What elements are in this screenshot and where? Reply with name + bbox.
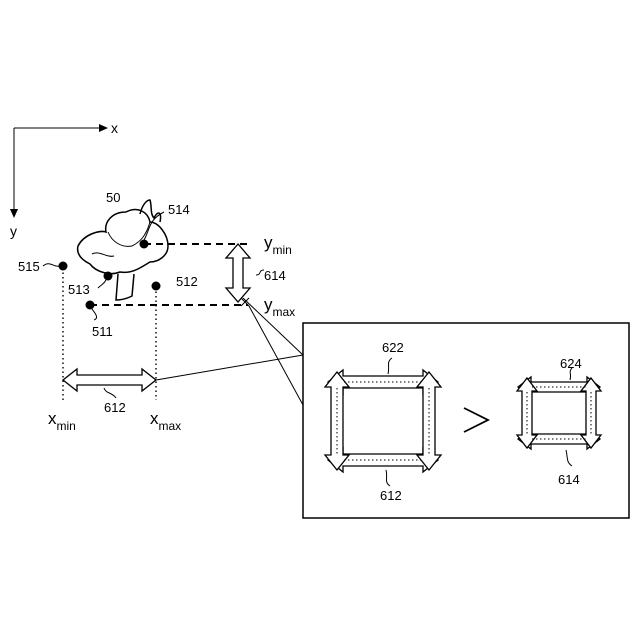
label-512: 512: [176, 274, 198, 289]
y-max-label: ymax: [264, 295, 295, 319]
label-612-inset: 612: [380, 488, 402, 503]
label-622: 622: [382, 340, 404, 355]
label-511: 511: [92, 324, 113, 339]
label-513: 513: [68, 282, 90, 297]
label-515: 515: [18, 259, 40, 274]
label-624: 624: [560, 356, 582, 371]
callout-line-lower: [249, 306, 303, 405]
x-max-label: xmax: [150, 409, 181, 433]
comparison-text: >: [0, 0, 1, 1]
point-511: [86, 301, 95, 310]
x-range-double-arrow: [63, 369, 156, 391]
label-614-main: 614: [264, 268, 286, 283]
y-min-label: ymin: [264, 233, 292, 257]
coordinate-axes: x y: [10, 120, 118, 239]
label-612-main: 612: [104, 400, 126, 415]
y-range-double-arrow: [226, 244, 250, 302]
object-50-label: 50: [106, 190, 120, 205]
inset-frame: [303, 323, 629, 518]
label-514: 514: [168, 202, 190, 217]
label-614-inset: 614: [558, 472, 580, 487]
x-min-label: xmin: [48, 409, 76, 433]
y-axis-label: y: [10, 223, 17, 239]
callout-line-middle: [156, 355, 303, 380]
x-axis-label: x: [111, 120, 118, 136]
point-513: [104, 272, 113, 281]
point-512: [152, 282, 161, 291]
feature-points: [59, 240, 161, 310]
point-514: [140, 240, 149, 249]
